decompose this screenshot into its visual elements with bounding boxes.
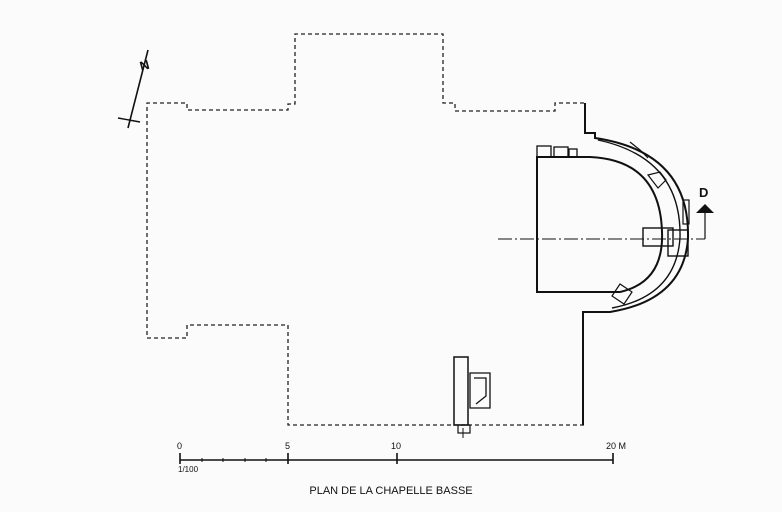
pier-top-left bbox=[536, 145, 552, 158]
stair-spiral bbox=[469, 372, 491, 409]
apse-niche-bottom bbox=[611, 283, 633, 305]
scale-tick-5: 5 bbox=[285, 441, 290, 451]
altar-block bbox=[642, 227, 674, 247]
stair-tower bbox=[453, 356, 469, 426]
scale-bar bbox=[179, 453, 614, 464]
scale-tick-0: 0 bbox=[177, 441, 182, 451]
plan-caption: PLAN DE LA CHAPELLE BASSE bbox=[309, 485, 472, 497]
apse-window bbox=[682, 199, 690, 225]
north-arrow-crossbar bbox=[117, 117, 141, 123]
altar-step bbox=[667, 229, 689, 257]
apse-inner-wall bbox=[536, 156, 664, 293]
section-arrow-icon bbox=[696, 204, 714, 213]
scale-ratio: 1/100 bbox=[178, 465, 199, 474]
apse-niche-top bbox=[629, 141, 649, 159]
north-arrow-icon bbox=[127, 49, 149, 129]
stair-base bbox=[457, 424, 471, 434]
apse-niche-mid bbox=[646, 171, 667, 189]
apse-secondary-wall bbox=[597, 139, 681, 309]
pier-top-right bbox=[553, 146, 569, 158]
dashed-outline bbox=[146, 33, 585, 426]
scale-tick-10: 10 bbox=[391, 441, 401, 451]
north-label: N bbox=[138, 57, 151, 74]
pier-top-small bbox=[568, 148, 578, 158]
scale-tick-20: 20 M bbox=[606, 441, 626, 451]
apse-outer-wall bbox=[582, 103, 690, 425]
section-label: D bbox=[699, 185, 708, 200]
